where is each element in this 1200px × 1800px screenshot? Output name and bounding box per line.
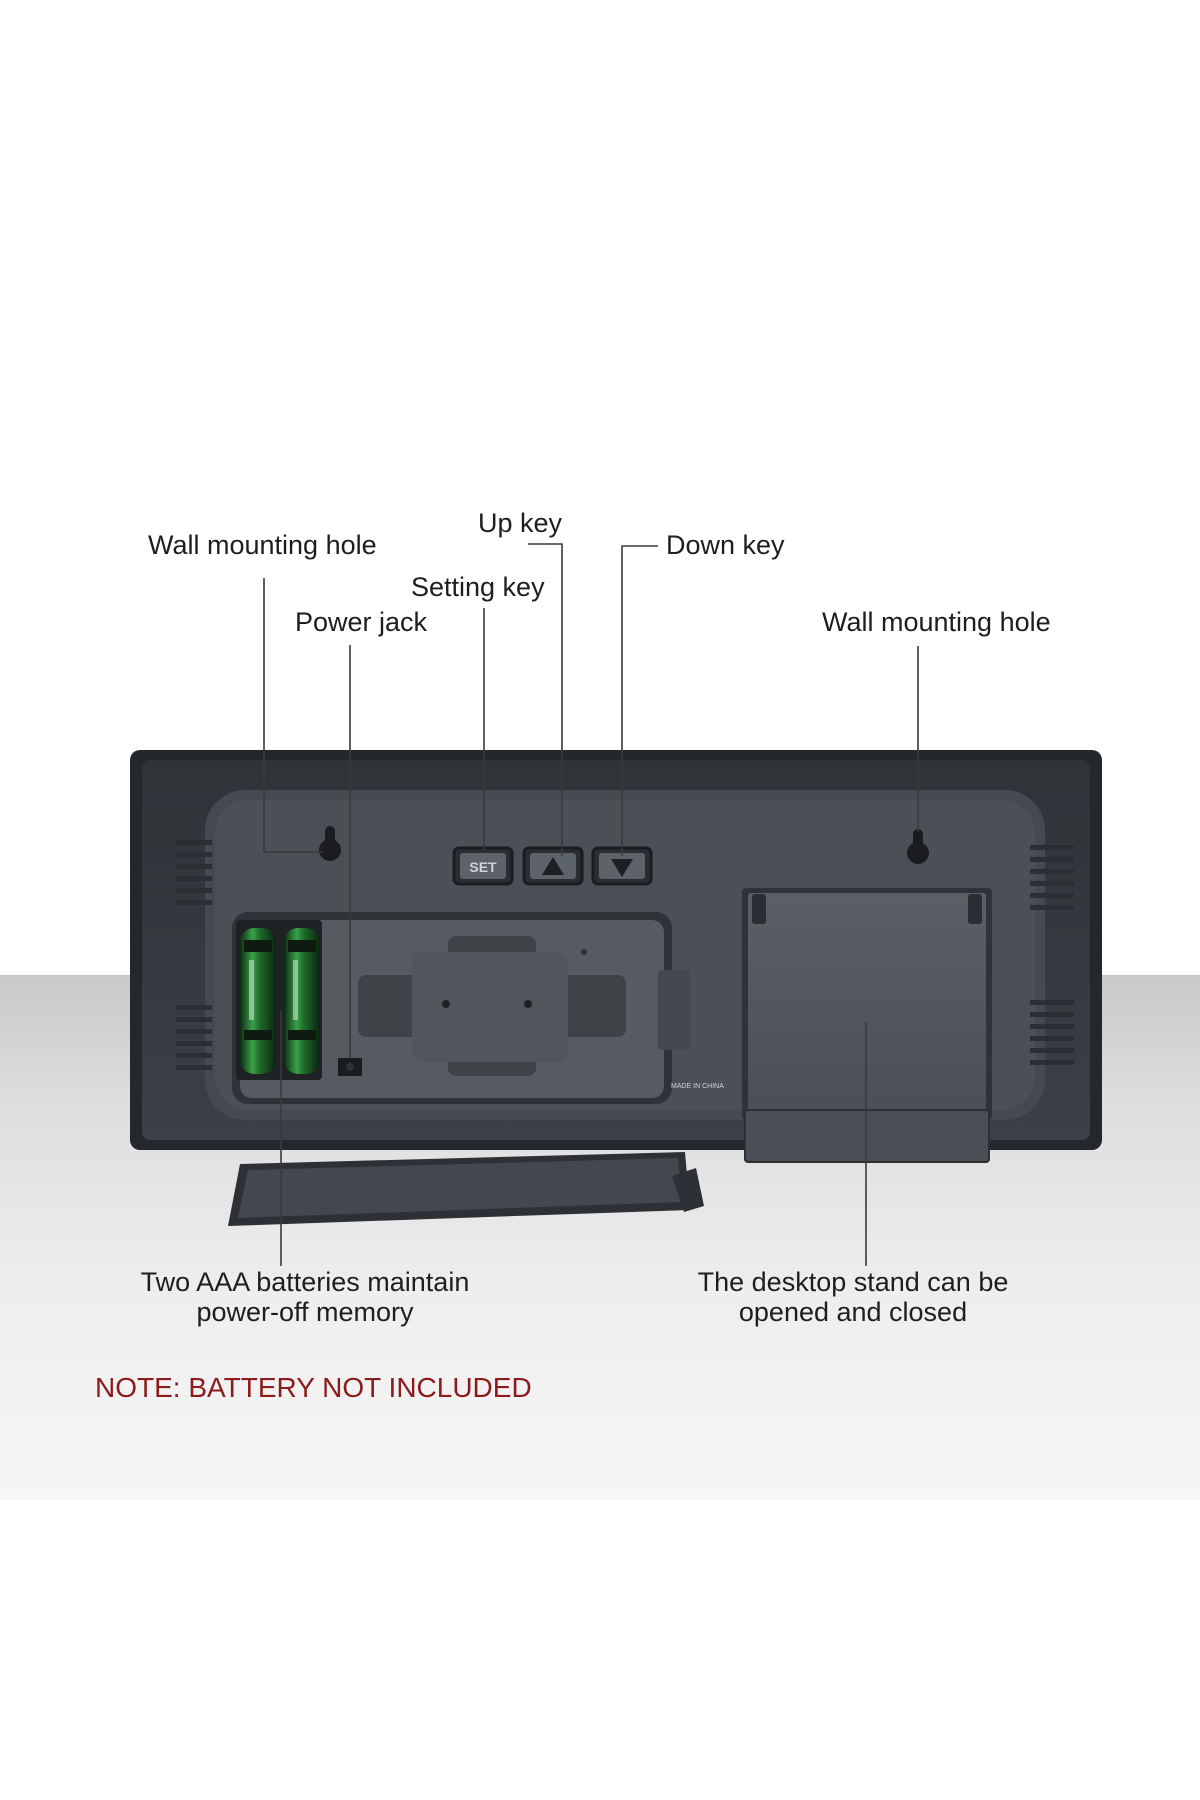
setting-key-label: Setting key — [411, 572, 545, 602]
wall-hole-left-label: Wall mounting hole — [148, 530, 377, 560]
stand-caption-line1: The desktop stand can be — [697, 1267, 1009, 1297]
desktop-stand — [742, 888, 992, 1163]
mount-bracket — [358, 936, 626, 1076]
wall-hole-left — [319, 826, 341, 861]
down-key-label: Down key — [666, 530, 785, 560]
set-key-label: SET — [469, 859, 497, 875]
up-key-label: Up key — [478, 508, 563, 538]
battery-compartment — [236, 920, 322, 1080]
power-jack-label: Power jack — [295, 607, 428, 637]
up-key — [522, 846, 584, 886]
stand-caption-line2: opened and closed — [738, 1297, 968, 1327]
down-key — [591, 846, 653, 886]
battery-note: NOTE: BATTERY NOT INCLUDED — [95, 1372, 532, 1403]
wall-hole-right-label: Wall mounting hole — [822, 607, 1051, 637]
set-key — [452, 846, 514, 886]
vent-left-top — [176, 840, 212, 905]
wall-hole-right — [907, 829, 929, 864]
vent-right-top — [1030, 845, 1074, 910]
battery-cover — [228, 1152, 704, 1226]
leader-lines — [263, 543, 919, 1266]
made-in-label: MADE IN CHINA — [671, 1083, 724, 1090]
vent-left-bottom — [176, 1005, 212, 1070]
vent-right-bottom — [1030, 1000, 1074, 1065]
batteries-caption-line2: power-off memory — [196, 1297, 414, 1327]
power-jack — [338, 1058, 362, 1076]
batteries-caption-line1: Two AAA batteries maintain — [140, 1267, 470, 1297]
